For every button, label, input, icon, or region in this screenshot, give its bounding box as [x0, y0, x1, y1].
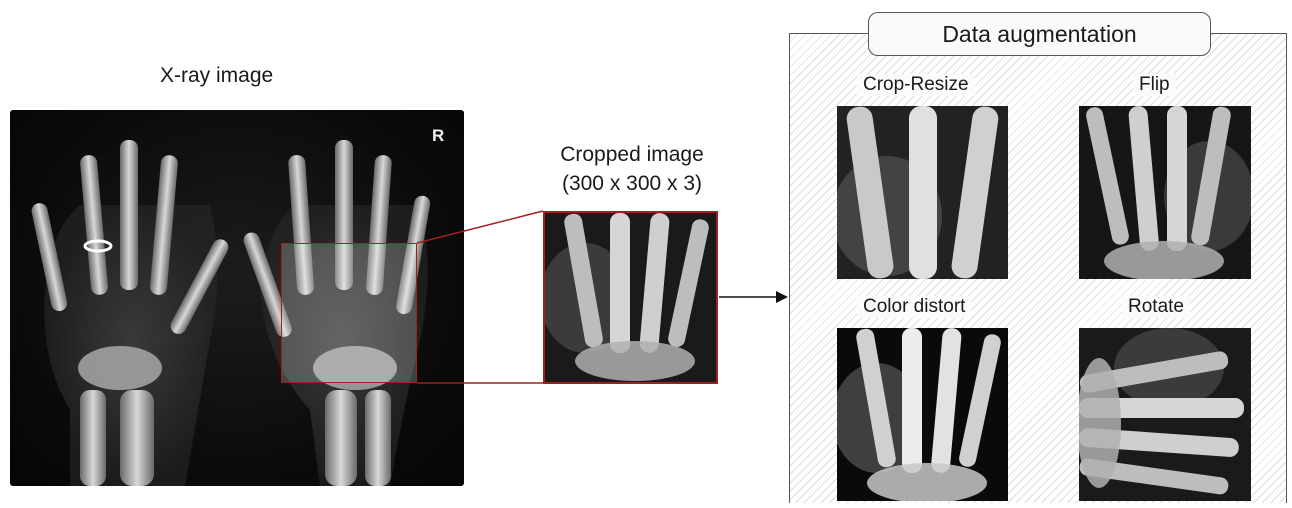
cropped-hand-graphic: [545, 213, 716, 382]
aug-label-flip: Flip: [1133, 74, 1176, 96]
aug-label-color-distort: Color distort: [857, 296, 971, 318]
aug-image-crop-resize: [837, 106, 1008, 279]
aug-image-flip: [1079, 106, 1251, 279]
arrow-head-icon: [776, 291, 788, 303]
aug-image-color-distort: [837, 328, 1008, 501]
cropped-image: [543, 211, 718, 384]
augmentation-title: Data augmentation: [868, 12, 1211, 56]
aug-image-rotate: [1079, 328, 1251, 501]
connector-line-top: [417, 211, 543, 243]
aug-label-crop-resize: Crop-Resize: [857, 74, 975, 96]
aug-label-rotate: Rotate: [1122, 296, 1190, 318]
